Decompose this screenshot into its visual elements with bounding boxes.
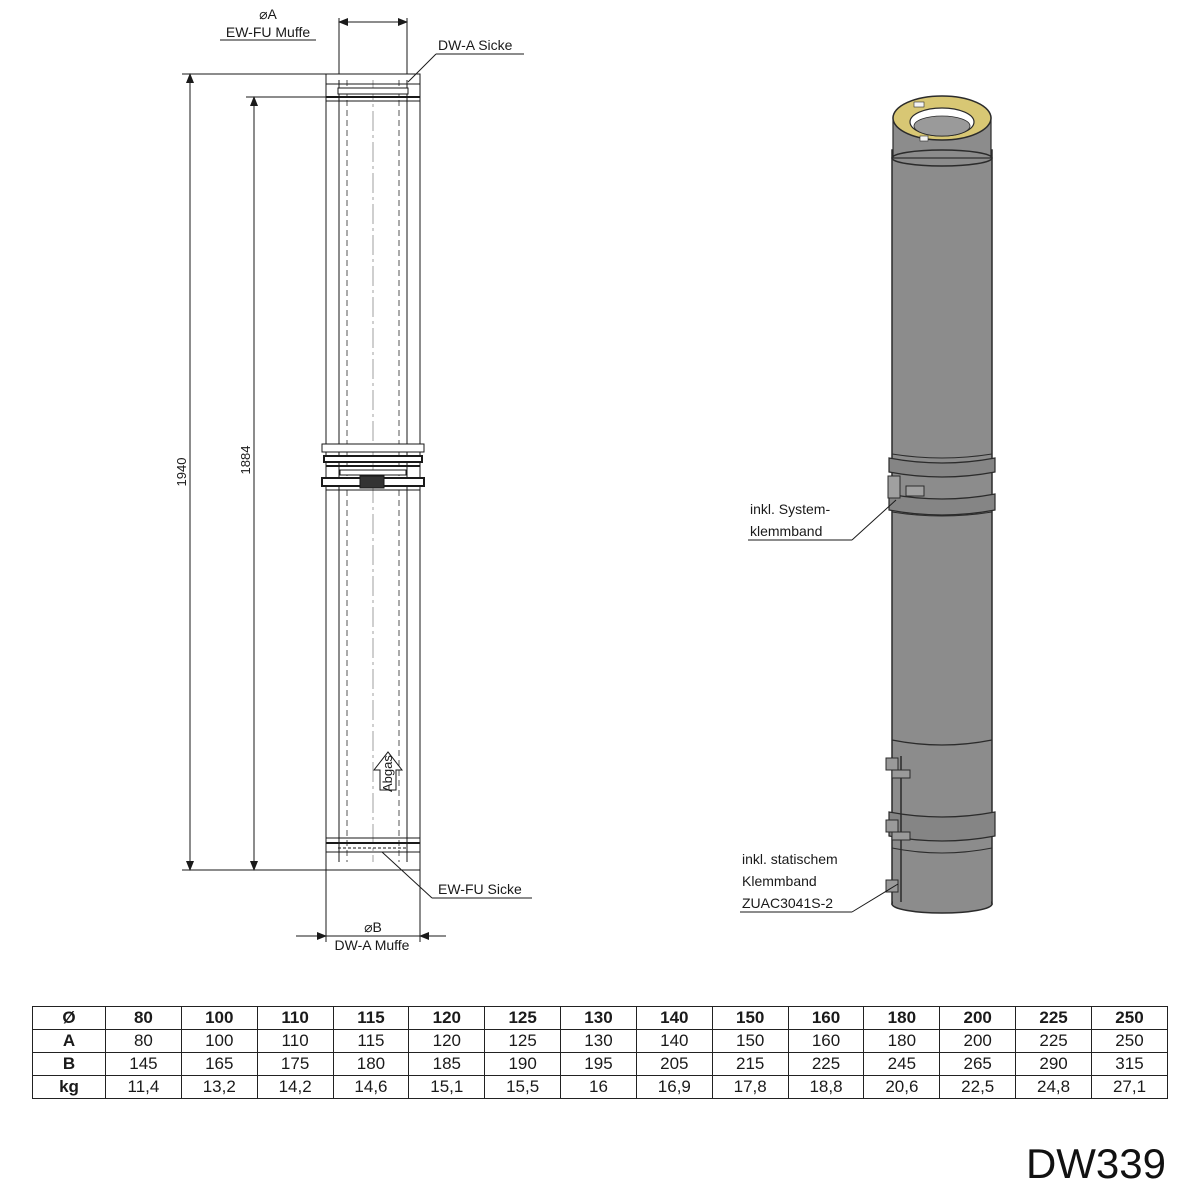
product-code: DW339 xyxy=(1025,1140,1166,1187)
spec-cell: 195 xyxy=(560,1052,637,1076)
spec-cell: 150 xyxy=(711,1029,789,1053)
spec-cell: 14,2 xyxy=(256,1075,334,1099)
spec-cell: 160 xyxy=(787,1029,865,1053)
spec-cell: 125 xyxy=(484,1029,562,1053)
effective-length-dimension xyxy=(246,96,326,871)
static-clamp-leader xyxy=(740,883,899,913)
spec-cell: 20,6 xyxy=(863,1075,941,1099)
technical-drawing: Abgas ⌀A EW-FU Muffe DW-A Sicke EW-FU Si… xyxy=(174,6,996,953)
spec-cell: 185 xyxy=(408,1052,486,1076)
spec-cell: 140 xyxy=(635,1029,713,1053)
spec-header-cell: 80 xyxy=(105,1006,182,1030)
spec-cell: 24,8 xyxy=(1015,1075,1092,1099)
top-diameter-dimension xyxy=(220,18,408,74)
spec-header-cell: 140 xyxy=(635,1006,713,1030)
spec-cell: 250 xyxy=(1090,1029,1169,1053)
pipe-side-view xyxy=(321,73,425,871)
spec-cell: 22,5 xyxy=(939,1075,1017,1099)
spec-header-cell: Ø xyxy=(32,1006,106,1030)
spec-cell: 165 xyxy=(180,1052,258,1076)
spec-header-cell: 130 xyxy=(560,1006,637,1030)
spec-header-cell: 200 xyxy=(939,1006,1017,1030)
dwa-sicke-label: DW-A Sicke xyxy=(438,37,513,53)
ewfu-sicke-leader xyxy=(381,851,532,899)
spec-cell: 14,6 xyxy=(332,1075,410,1099)
spec-cell: 15,5 xyxy=(484,1075,562,1099)
spec-cell: 215 xyxy=(711,1052,789,1076)
spec-header-cell: 150 xyxy=(711,1006,789,1030)
spec-header-cell: 120 xyxy=(408,1006,486,1030)
spec-row-label: A xyxy=(32,1029,106,1053)
static-clamp-label-line1: inkl. statischem xyxy=(742,851,838,867)
spec-header-cell: 225 xyxy=(1015,1006,1092,1030)
spec-cell: 16 xyxy=(560,1075,637,1099)
spec-cell: 180 xyxy=(863,1029,941,1053)
spec-cell: 225 xyxy=(1015,1029,1092,1053)
spec-cell: 110 xyxy=(256,1029,334,1053)
spec-cell: 225 xyxy=(787,1052,865,1076)
spec-cell: 265 xyxy=(939,1052,1017,1076)
spec-header-cell: 125 xyxy=(484,1006,562,1030)
spec-table: Ø 80 100 110 115 120 125 130 140 150 160… xyxy=(32,1006,1169,1099)
spec-cell: 16,9 xyxy=(635,1075,713,1099)
system-clamp-label-line2: klemmband xyxy=(750,523,822,539)
spec-cell: 18,8 xyxy=(787,1075,865,1099)
spec-cell: 130 xyxy=(560,1029,637,1053)
spec-cell: 17,8 xyxy=(711,1075,789,1099)
spec-table-header-row: Ø 80 100 110 115 120 125 130 140 150 160… xyxy=(32,1006,1169,1030)
spec-cell: 315 xyxy=(1090,1052,1169,1076)
spec-cell: 80 xyxy=(105,1029,182,1053)
top-diameter-label: EW-FU Muffe xyxy=(226,24,310,40)
static-clamp-label-line2: Klemmband xyxy=(742,873,817,889)
system-clamp-label-line1: inkl. System- xyxy=(750,501,830,517)
spec-row-label: B xyxy=(32,1052,106,1076)
spec-header-cell: 180 xyxy=(863,1006,941,1030)
spec-cell: 115 xyxy=(332,1029,410,1053)
bottom-diameter-symbol: ⌀B xyxy=(364,919,382,935)
spec-cell: 11,4 xyxy=(105,1075,182,1099)
spec-cell: 290 xyxy=(1015,1052,1092,1076)
spec-cell: 180 xyxy=(332,1052,410,1076)
system-clamp-leader xyxy=(748,499,897,541)
spec-cell: 27,1 xyxy=(1090,1075,1169,1099)
ewfu-sicke-label: EW-FU Sicke xyxy=(438,881,522,897)
spec-cell: 200 xyxy=(939,1029,1017,1053)
effective-length-value: 1884 xyxy=(238,446,253,475)
bottom-diameter-dimension xyxy=(296,870,446,942)
spec-cell: 190 xyxy=(484,1052,562,1076)
spec-cell: 205 xyxy=(635,1052,713,1076)
spec-header-cell: 115 xyxy=(332,1006,410,1030)
spec-header-cell: 100 xyxy=(180,1006,258,1030)
pipe-3d-render xyxy=(885,95,996,914)
spec-row-label: kg xyxy=(32,1075,106,1099)
static-clamp-label-line3: ZUAC3041S-2 xyxy=(742,895,833,911)
spec-cell: 120 xyxy=(408,1029,486,1053)
spec-cell: 15,1 xyxy=(408,1075,486,1099)
spec-header-cell: 250 xyxy=(1090,1006,1169,1030)
bottom-diameter-label: DW-A Muffe xyxy=(335,937,410,953)
total-length-value: 1940 xyxy=(174,458,189,487)
spec-cell: 175 xyxy=(256,1052,334,1076)
top-diameter-symbol: ⌀A xyxy=(259,6,277,22)
spec-cell: 100 xyxy=(180,1029,258,1053)
dwa-sicke-leader xyxy=(407,53,524,83)
spec-header-cell: 110 xyxy=(256,1006,334,1030)
spec-cell: 13,2 xyxy=(180,1075,258,1099)
spec-cell: 245 xyxy=(863,1052,941,1076)
flow-arrow-label: Abgas xyxy=(380,755,395,792)
spec-cell: 145 xyxy=(105,1052,182,1076)
spec-header-cell: 160 xyxy=(787,1006,865,1030)
